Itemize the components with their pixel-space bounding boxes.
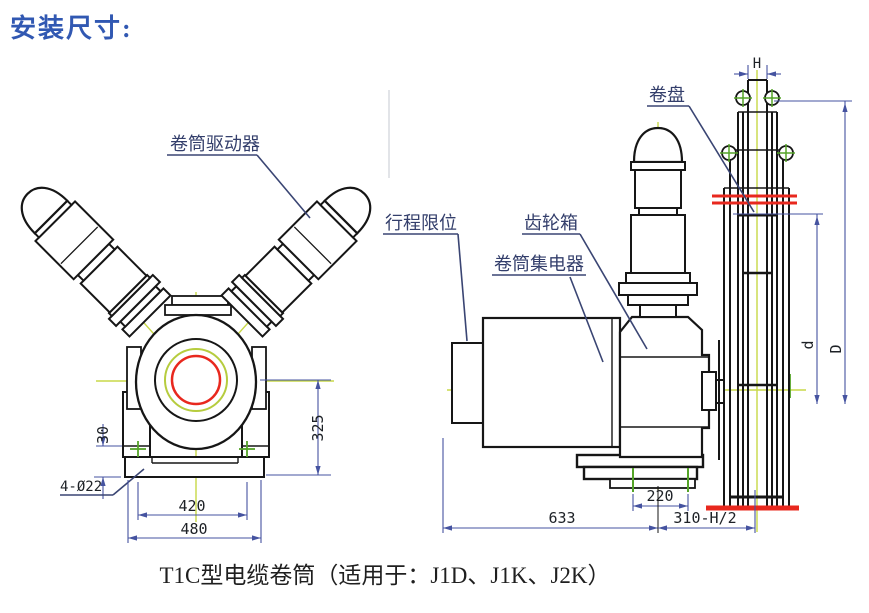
label-drum-driver: 卷筒驱动器: [170, 134, 260, 154]
side-dim-220: 220: [632, 487, 689, 511]
dim-30: 30: [94, 426, 112, 444]
gearbox: [618, 315, 711, 459]
side-dim-d: d: [733, 213, 823, 404]
base-plates: [575, 453, 705, 492]
output-coupling: [701, 371, 725, 411]
page-title: 安装尺寸:: [10, 14, 133, 43]
drum-driver-motor-left: [4, 170, 174, 340]
front-view: 30 4-Ø22 420 480: [4, 134, 388, 543]
front-bolt-markers: [130, 441, 255, 457]
drum-driver-motor-right: [218, 170, 388, 340]
front-dim-30: 30: [94, 424, 122, 499]
side-dim-H: H: [734, 56, 781, 79]
dim-220: 220: [646, 487, 673, 505]
front-dim-holes: 4-Ø22: [60, 468, 145, 496]
dim-633: 633: [548, 509, 575, 527]
dim-holes: 4-Ø22: [60, 479, 102, 495]
dim-480: 480: [180, 520, 207, 538]
dim-420: 420: [178, 497, 205, 515]
label-reel-disc: 卷盘: [649, 85, 685, 105]
dim-H: H: [753, 56, 761, 72]
side-view: H D d 220: [383, 56, 852, 533]
side-labels: 行程限位 齿轮箱 卷筒集电器 卷盘: [383, 85, 755, 363]
side-dim-D: D: [774, 100, 852, 404]
reel-disc: [706, 79, 799, 511]
side-dim-633: 633: [442, 438, 658, 533]
gearbox-motor: [618, 126, 698, 318]
collector-housing: [481, 316, 622, 449]
side-dim-310: 310-H/2: [657, 486, 756, 533]
front-dim-480: 480: [127, 480, 262, 543]
figure-caption: T1C型电缆卷筒（适用于：J1D、J1K、J2K）: [159, 563, 611, 588]
limit-switch-box: [451, 342, 484, 424]
front-housing: [122, 295, 270, 478]
front-dim-325: 325: [260, 379, 331, 476]
dim-310: 310-H/2: [673, 509, 736, 527]
front-label-drive: 卷筒驱动器: [167, 134, 311, 219]
label-travel-limit: 行程限位: [385, 213, 457, 233]
roller-markers: [720, 89, 795, 162]
label-gearbox: 齿轮箱: [524, 213, 578, 233]
dim-325: 325: [309, 414, 327, 441]
label-collector: 卷筒集电器: [494, 254, 584, 274]
front-dim-420: 420: [137, 482, 248, 520]
dim-d: d: [799, 340, 817, 349]
dim-D: D: [827, 344, 845, 353]
